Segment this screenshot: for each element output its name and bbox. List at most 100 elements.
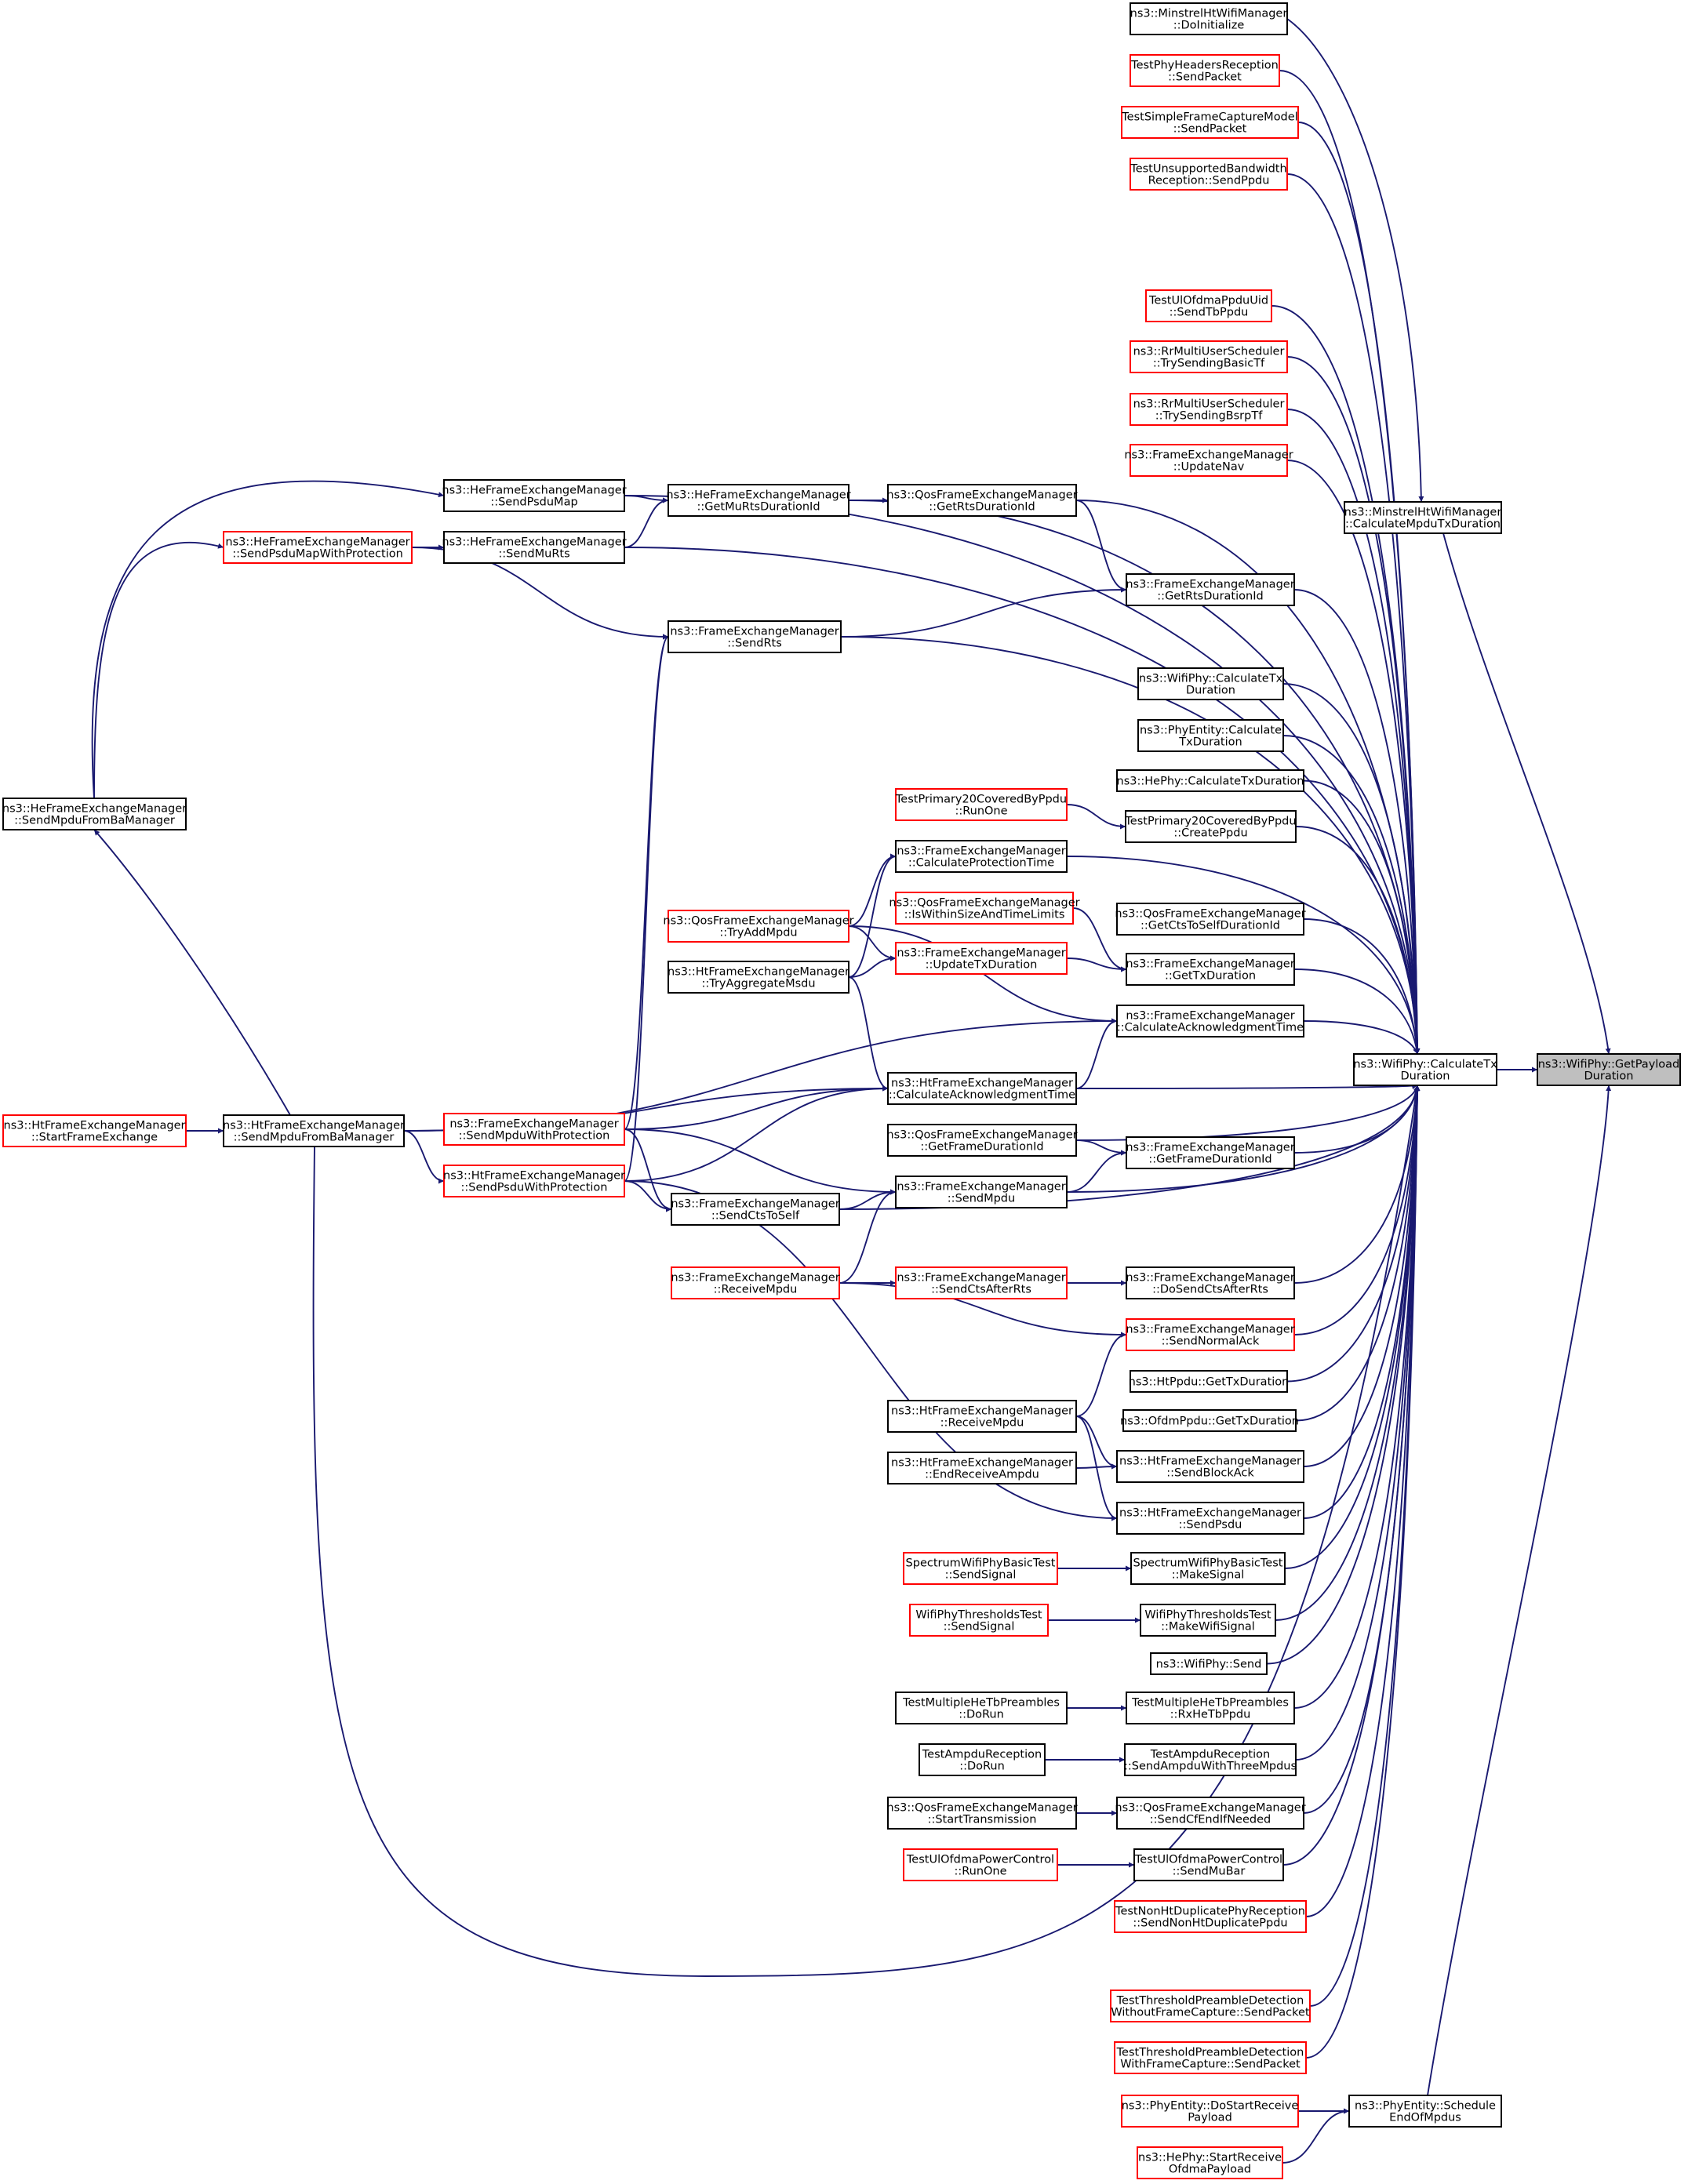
node-qosSendCfEnd[interactable]: ns3::QosFrameExchangeManager::SendCfEndI…	[1115, 1797, 1306, 1830]
node-primCreate[interactable]: TestPrimary20CoveredByPpdu::CreatePpdu	[1124, 810, 1297, 843]
node-threshNoCapture[interactable]: TestThresholdPreambleDetectionWithoutFra…	[1110, 1990, 1311, 2022]
node-box	[1121, 106, 1299, 139]
node-phyHeaders[interactable]: TestPhyHeadersReception::SendPacket	[1130, 54, 1280, 87]
node-box	[895, 942, 1068, 975]
edge-femSendMpduProt-to-htCalcAck	[624, 1085, 889, 1130]
node-label: Duration	[1401, 1070, 1450, 1083]
node-label: ns3::WifiPhy::CalculateTx	[1353, 1059, 1497, 1071]
node-specMakeSignal[interactable]: SpectrumWifiPhyBasicTest::MakeSignal	[1130, 1552, 1286, 1585]
node-femGetTx[interactable]: ns3::FrameExchangeManager::GetTxDuration	[1126, 953, 1295, 986]
node-femDoSendCts[interactable]: ns3::FrameExchangeManager::DoSendCtsAfte…	[1126, 1266, 1295, 1299]
node-qosTryAdd[interactable]: ns3::QosFrameExchangeManager::TryAddMpdu	[663, 910, 854, 943]
node-box	[671, 1193, 840, 1226]
node-ampduSend3[interactable]: TestAmpduReception::SendAmpduWithThreeMp…	[1124, 1743, 1297, 1776]
node-unsupBw[interactable]: TestUnsupportedBandwidthReception::SendP…	[1130, 158, 1288, 191]
node-htSendBlockAck[interactable]: ns3::HtFrameExchangeManager::SendBlockAc…	[1116, 1450, 1304, 1483]
node-femCalcAck[interactable]: ns3::FrameExchangeManager::CalculateAckn…	[1116, 1005, 1304, 1037]
node-label: ns3::OfdmPpdu::GetTxDuration	[1120, 1415, 1299, 1428]
node-threshMakeSignal[interactable]: WifiPhyThresholdsTest::MakeWifiSignal	[1140, 1604, 1276, 1637]
node-simpleCapture[interactable]: TestSimpleFrameCaptureModel::SendPacket	[1121, 106, 1299, 139]
node-femCalcProt[interactable]: ns3::FrameExchangeManager::CalculateProt…	[895, 840, 1068, 873]
node-qosIsWithin[interactable]: ns3::QosFrameExchangeManager::IsWithinSi…	[889, 892, 1080, 925]
node-updateNav[interactable]: ns3::FrameExchangeManager::UpdateNav	[1124, 444, 1293, 477]
node-qosGetFrame[interactable]: ns3::QosFrameExchangeManager::GetFrameDu…	[886, 1124, 1078, 1157]
node-box	[1130, 2, 1288, 35]
node-heSendPsduMap[interactable]: ns3::HeFrameExchangeManager::SendPsduMap	[442, 479, 627, 512]
node-hePhyCalc[interactable]: ns3::HePhy::CalculateTxDuration	[1116, 769, 1304, 792]
node-box	[443, 1165, 625, 1197]
node-femSendNormalAck[interactable]: ns3::FrameExchangeManager::SendNormalAck	[1126, 1318, 1295, 1351]
node-femSendMpdu[interactable]: ns3::FrameExchangeManager::SendMpdu	[895, 1176, 1068, 1208]
edge-qosTryAdd-to-femCalcProt	[848, 853, 897, 927]
node-femReceive[interactable]: ns3::FrameExchangeManager::ReceiveMpdu	[671, 1266, 840, 1299]
node-box	[887, 1797, 1077, 1830]
node-primRunOne[interactable]: TestPrimary20CoveredByPpdu::RunOne	[895, 788, 1068, 821]
edge-femCalcAck-to-calcTx	[1303, 1020, 1418, 1055]
node-htCalcAck[interactable]: ns3::HtFrameExchangeManager::CalculateAc…	[887, 1072, 1077, 1105]
node-femGetRts[interactable]: ns3::FrameExchangeManager::GetRtsDuratio…	[1126, 573, 1295, 606]
node-box	[1133, 1848, 1284, 1881]
node-label: ns3::MinstrelHtWifiManager	[1344, 507, 1502, 519]
node-htStartFE[interactable]: ns3::HtFrameExchangeManager::StartFrameE…	[2, 1114, 187, 1147]
edge-htSendPsduProt-to-htCalcAck	[624, 1085, 889, 1182]
node-label: Duration	[1584, 1070, 1634, 1083]
node-qosGetRts[interactable]: ns3::QosFrameExchangeManager::GetRtsDura…	[886, 484, 1078, 517]
node-ulPowerSendMuBar[interactable]: TestUlOfdmaPowerControl::SendMuBar	[1133, 1848, 1284, 1881]
node-heSendMuRts[interactable]: ns3::HeFrameExchangeManager::SendMuRts	[442, 531, 627, 564]
node-wifiPhySend[interactable]: ns3::WifiPhy::Send	[1150, 1652, 1268, 1675]
node-htSendPsduProt[interactable]: ns3::HtFrameExchangeManager::SendPsduWit…	[443, 1165, 625, 1197]
node-label: ns3::PhyEntity::Calculate	[1140, 725, 1282, 737]
node-heGetMuRts[interactable]: ns3::HeFrameExchangeManager::GetMuRtsDur…	[666, 484, 851, 517]
node-threshWithCapture[interactable]: TestThresholdPreambleDetectionWithFrameC…	[1114, 2041, 1307, 2074]
node-threshSendSignal[interactable]: WifiPhyThresholdsTest::SendSignal	[909, 1604, 1049, 1637]
node-femGetFrame[interactable]: ns3::FrameExchangeManager::GetFrameDurat…	[1126, 1136, 1295, 1169]
node-specSendSignal[interactable]: SpectrumWifiPhyBasicTest::SendSignal	[903, 1552, 1058, 1585]
node-qosStartTx[interactable]: ns3::QosFrameExchangeManager::StartTrans…	[886, 1797, 1078, 1830]
node-phyEntityCalc[interactable]: ns3::PhyEntity::CalculateTxDuration	[1137, 719, 1284, 752]
node-nonHtDup[interactable]: TestNonHtDuplicatePhyReception::SendNonH…	[1114, 1900, 1307, 1933]
node-htPpduGetTx[interactable]: ns3::HtPpdu::GetTxDuration	[1129, 1370, 1290, 1393]
node-minDoInit[interactable]: ns3::MinstrelHtWifiManager::DoInitialize	[1130, 2, 1288, 35]
node-label: Reception::SendPpdu	[1148, 175, 1270, 187]
node-qosGetCts[interactable]: ns3::QosFrameExchangeManager::GetCtsToSe…	[1115, 903, 1306, 936]
node-label: WithFrameCapture::SendPacket	[1120, 2059, 1301, 2071]
node-ampduDoRun[interactable]: TestAmpduReception::DoRun	[919, 1743, 1046, 1776]
node-femSendMpduProt[interactable]: ns3::FrameExchangeManager::SendMpduWithP…	[443, 1113, 625, 1146]
node-wifiPhyCalc[interactable]: ns3::WifiPhy::CalculateTxDuration	[1137, 667, 1284, 700]
node-calcTx[interactable]: ns3::WifiPhy::CalculateTxDuration	[1353, 1053, 1497, 1086]
node-htReceive[interactable]: ns3::HtFrameExchangeManager::ReceiveMpdu	[887, 1400, 1077, 1433]
node-femSendCts[interactable]: ns3::FrameExchangeManager::SendCtsToSelf	[671, 1193, 840, 1226]
node-box	[895, 840, 1068, 873]
node-box	[1140, 1604, 1276, 1637]
node-ulPowerRunOne[interactable]: TestUlOfdmaPowerControl::RunOne	[903, 1848, 1058, 1881]
edge-femGetRts-to-calcTx	[1293, 589, 1421, 1055]
node-htSendPsdu[interactable]: ns3::HtFrameExchangeManager::SendPsdu	[1116, 1502, 1304, 1535]
node-label: ::SendMpdu	[948, 1193, 1015, 1205]
node-ofdmPpduGetTx[interactable]: ns3::OfdmPpdu::GetTxDuration	[1120, 1409, 1299, 1432]
node-multiHeDoRun[interactable]: TestMultipleHeTbPreambles::DoRun	[895, 1692, 1068, 1724]
node-box	[443, 531, 625, 564]
node-rrBsrpTf[interactable]: ns3::RrMultiUserScheduler::TrySendingBsr…	[1130, 393, 1288, 426]
node-ulOfdmaUid[interactable]: TestUlOfdmaPpduUid::SendTbPpdu	[1145, 289, 1272, 322]
node-femUpdateTx[interactable]: ns3::FrameExchangeManager::UpdateTxDurat…	[895, 942, 1068, 975]
node-label: ::UpdateTxDuration	[926, 959, 1038, 972]
node-femSendCtsAfter[interactable]: ns3::FrameExchangeManager::SendCtsAfterR…	[895, 1266, 1068, 1299]
node-femSendRts[interactable]: ns3::FrameExchangeManager::SendRts	[668, 620, 842, 653]
node-htTryAgg[interactable]: ns3::HtFrameExchangeManager::TryAggregat…	[668, 961, 849, 994]
node-box	[1116, 769, 1304, 792]
node-heSendPsduMapProt[interactable]: ns3::HeFrameExchangeManager::SendPsduMap…	[223, 531, 413, 564]
node-label: ::CreatePpdu	[1173, 827, 1247, 840]
node-box	[1150, 1652, 1268, 1675]
node-multiHeRx[interactable]: TestMultipleHeTbPreambles::RxHeTbPpdu	[1126, 1692, 1295, 1724]
node-rrBasicTf[interactable]: ns3::RrMultiUserScheduler::TrySendingBas…	[1130, 340, 1288, 373]
node-label: TestPhyHeadersReception	[1130, 60, 1279, 72]
node-htSendMpduFromBa[interactable]: ns3::HtFrameExchangeManager::SendMpduFro…	[223, 1114, 405, 1147]
node-box	[1126, 1136, 1295, 1169]
node-minCalc[interactable]: ns3::MinstrelHtWifiManager::CalculateMpd…	[1344, 501, 1502, 534]
node-heSendMpduFromBa[interactable]: ns3::HeFrameExchangeManager::SendMpduFro…	[2, 798, 187, 830]
node-htEndReceive[interactable]: ns3::HtFrameExchangeManager::EndReceiveA…	[887, 1452, 1077, 1484]
